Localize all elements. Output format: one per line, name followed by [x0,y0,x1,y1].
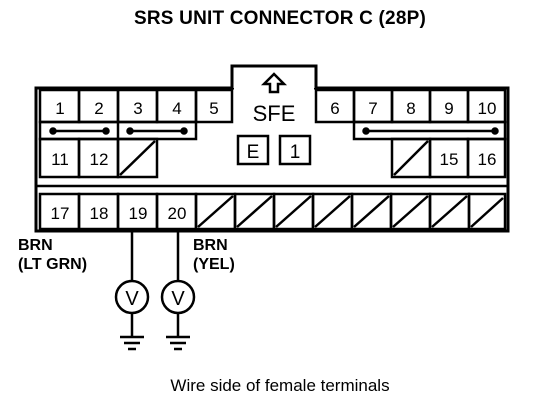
terminal-row-3 [38,192,507,231]
diagram-caption: Wire side of female terminals [170,376,390,395]
terminal-2: 2 [94,99,103,118]
terminal-10: 10 [478,99,497,118]
mark-1: 1 [290,142,301,163]
wire-19-stripe: (LT GRN) [18,256,88,273]
wire-probes [114,229,196,351]
terminal-11: 11 [51,150,69,169]
terminal-1: 1 [55,99,64,118]
terminal-4: 4 [172,99,181,118]
terminal-8: 8 [406,99,415,118]
terminal-18: 18 [90,204,109,223]
wire-20-stripe: (YEL) [193,256,235,273]
wire-label-19: BRN (LT GRN) [18,236,87,274]
terminal-5: 5 [209,99,218,118]
mark-sfe: SFE [253,101,296,126]
terminal-6: 6 [330,99,339,118]
terminal-17: 17 [51,204,70,223]
terminal-7: 7 [368,99,377,118]
wire-20-color: BRN [193,237,228,254]
terminal-16: 16 [478,150,497,169]
mark-1-box [278,134,312,166]
voltmeter-1-symbol: V [125,288,139,310]
terminal-15: 15 [440,150,459,169]
terminal-19: 19 [129,204,148,223]
diagram-title: SRS UNIT CONNECTOR C (28P) [134,8,426,29]
up-arrow-icon [260,72,288,94]
wire-19-color: BRN [18,237,53,254]
terminal-12: 12 [90,150,109,169]
terminal-9: 9 [444,99,453,118]
terminal-row-2 [38,137,507,179]
unused-cavity-marks [197,195,504,228]
terminal-3: 3 [133,99,142,118]
voltmeter-2-symbol: V [171,288,185,310]
mark-e: E [247,142,260,163]
mark-e-box [236,134,270,166]
terminal-20: 20 [168,204,187,223]
wire-label-20: BRN (YEL) [193,236,235,274]
